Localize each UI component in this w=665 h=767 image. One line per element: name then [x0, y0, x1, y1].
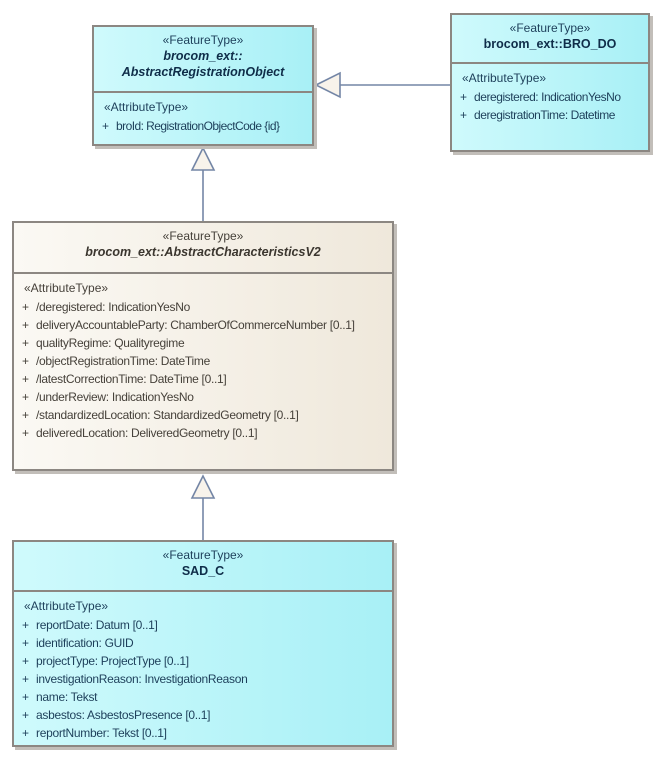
- visibility-sign: +: [22, 426, 30, 440]
- attribute-text: deliveryAccountableParty: ChamberOfComme…: [36, 318, 355, 332]
- attribute-text: name: Tekst: [36, 690, 98, 704]
- attribute-list: + /deregistered: IndicationYesNo + delivery…: [14, 298, 392, 442]
- generalization-arrowhead-icon: [314, 71, 341, 99]
- class-name: SAD_C: [181, 564, 225, 578]
- visibility-sign: +: [460, 90, 468, 104]
- attribute-stereotype-label: «AttributeType»: [24, 281, 109, 295]
- visibility-sign: +: [460, 108, 468, 122]
- class-abstract-characteristics-v2[interactable]: «FeatureType» brocom_ext::AbstractCharac…: [12, 221, 394, 471]
- attribute-row: + reportNumber: Tekst [0..1]: [14, 724, 392, 742]
- attributes-compartment: «AttributeType» + broId: RegistrationObje…: [94, 93, 312, 144]
- attribute-text: reportNumber: Tekst [0..1]: [36, 726, 167, 740]
- class-header: «FeatureType» brocom_ext:: AbstractRegis…: [94, 27, 312, 93]
- attribute-stereotype-label: «AttributeType»: [24, 599, 109, 613]
- attribute-text: deliveredLocation: DeliveredGeometry [0.…: [36, 426, 258, 440]
- attribute-text: deregistered: IndicationYesNo: [474, 90, 621, 104]
- class-abstract-registration-object[interactable]: «FeatureType» brocom_ext:: AbstractRegis…: [92, 25, 314, 146]
- visibility-sign: +: [22, 300, 30, 314]
- class-name: brocom_ext::: [163, 49, 243, 63]
- visibility-sign: +: [22, 690, 30, 704]
- attribute-text: /deregistered: IndicationYesNo: [36, 300, 190, 314]
- visibility-sign: +: [102, 119, 110, 133]
- attribute-stereotype-label: «AttributeType»: [462, 71, 547, 85]
- attribute-list: + reportDate: Datum [0..1] + identification…: [14, 616, 392, 742]
- attribute-row: + /standardizedLocation: StandardizedGeom…: [14, 406, 392, 424]
- attribute-row: + deregistered: IndicationYesNo: [452, 88, 648, 106]
- visibility-sign: +: [22, 408, 30, 422]
- visibility-sign: +: [22, 726, 30, 740]
- attribute-text: identification: GUID: [36, 636, 134, 650]
- attribute-text: deregistrationTime: Datetime: [474, 108, 616, 122]
- class-header: «FeatureType» brocom_ext::AbstractCharac…: [14, 223, 392, 274]
- attribute-row: + qualityRegime: Qualityregime: [14, 334, 392, 352]
- attribute-row: + asbestos: AsbestosPresence [0..1]: [14, 706, 392, 724]
- stereotype-label: «FeatureType»: [162, 548, 244, 562]
- class-bro-do[interactable]: «FeatureType» brocom_ext::BRO_DO «Attrib…: [450, 13, 650, 152]
- attribute-row: + identification: GUID: [14, 634, 392, 652]
- class-header: «FeatureType» SAD_C: [14, 542, 392, 592]
- attribute-row: + /objectRegistrationTime: DateTime: [14, 352, 392, 370]
- visibility-sign: +: [22, 654, 30, 668]
- visibility-sign: +: [22, 708, 30, 722]
- visibility-sign: +: [22, 354, 30, 368]
- attribute-text: projectType: ProjectType [0..1]: [36, 654, 189, 668]
- attributes-compartment: «AttributeType» + deregistered: Indicatio…: [452, 64, 648, 150]
- attribute-list: + deregistered: IndicationYesNo + deregistr…: [452, 88, 648, 124]
- visibility-sign: +: [22, 318, 30, 332]
- attribute-row: + reportDate: Datum [0..1]: [14, 616, 392, 634]
- generalization-arrowhead-icon: [190, 146, 216, 171]
- attribute-text: /standardizedLocation: StandardizedGeome…: [36, 408, 299, 422]
- attributes-compartment: «AttributeType» + reportDate: Datum [0..1…: [14, 592, 392, 745]
- stereotype-label: «FeatureType»: [509, 21, 591, 35]
- visibility-sign: +: [22, 636, 30, 650]
- attribute-row: + projectType: ProjectType [0..1]: [14, 652, 392, 670]
- attribute-row: + broId: RegistrationObjectCode {id}: [94, 117, 312, 135]
- attribute-text: reportDate: Datum [0..1]: [36, 618, 158, 632]
- attribute-row: + /latestCorrectionTime: DateTime [0..1]: [14, 370, 392, 388]
- generalization-sad-c-to-abstract-characteristics[interactable]: [190, 474, 216, 540]
- attribute-row: + investigationReason: InvestigationReaso…: [14, 670, 392, 688]
- attribute-row: + /underReview: IndicationYesNo: [14, 388, 392, 406]
- generalization-bro-do-to-abstract-registration-object[interactable]: [314, 71, 450, 99]
- attribute-text: /objectRegistrationTime: DateTime: [36, 354, 210, 368]
- attribute-text: /underReview: IndicationYesNo: [36, 390, 194, 404]
- attribute-row: + name: Tekst: [14, 688, 392, 706]
- attribute-text: investigationReason: InvestigationReason: [36, 672, 248, 686]
- class-name: AbstractRegistrationObject: [121, 65, 285, 79]
- attribute-text: qualityRegime: Qualityregime: [36, 336, 185, 350]
- attribute-list: + broId: RegistrationObjectCode {id}: [94, 117, 312, 135]
- visibility-sign: +: [22, 618, 30, 632]
- attribute-row: + deliveryAccountableParty: ChamberOfComm…: [14, 316, 392, 334]
- attributes-compartment: «AttributeType» + /deregistered: Indicati…: [14, 274, 392, 469]
- attribute-text: /latestCorrectionTime: DateTime [0..1]: [36, 372, 227, 386]
- stereotype-label: «FeatureType»: [162, 33, 244, 47]
- class-sad-c[interactable]: «FeatureType» SAD_C «AttributeType» + rep…: [12, 540, 394, 747]
- attribute-stereotype-label: «AttributeType»: [104, 100, 189, 114]
- attribute-row: + deliveredLocation: DeliveredGeometry [0…: [14, 424, 392, 442]
- attribute-row: + deregistrationTime: Datetime: [452, 106, 648, 124]
- generalization-arrowhead-icon: [190, 474, 216, 499]
- generalization-abstract-characteristics-to-abstract-registration-object[interactable]: [190, 146, 216, 222]
- class-header: «FeatureType» brocom_ext::BRO_DO: [452, 15, 648, 64]
- attribute-row: + /deregistered: IndicationYesNo: [14, 298, 392, 316]
- visibility-sign: +: [22, 672, 30, 686]
- visibility-sign: +: [22, 390, 30, 404]
- attribute-text: broId: RegistrationObjectCode {id}: [116, 119, 280, 133]
- class-name: brocom_ext::AbstractCharacteristicsV2: [85, 245, 321, 259]
- class-name: brocom_ext::BRO_DO: [483, 37, 617, 51]
- visibility-sign: +: [22, 336, 30, 350]
- attribute-text: asbestos: AsbestosPresence [0..1]: [36, 708, 211, 722]
- stereotype-label: «FeatureType»: [162, 229, 244, 243]
- visibility-sign: +: [22, 372, 30, 386]
